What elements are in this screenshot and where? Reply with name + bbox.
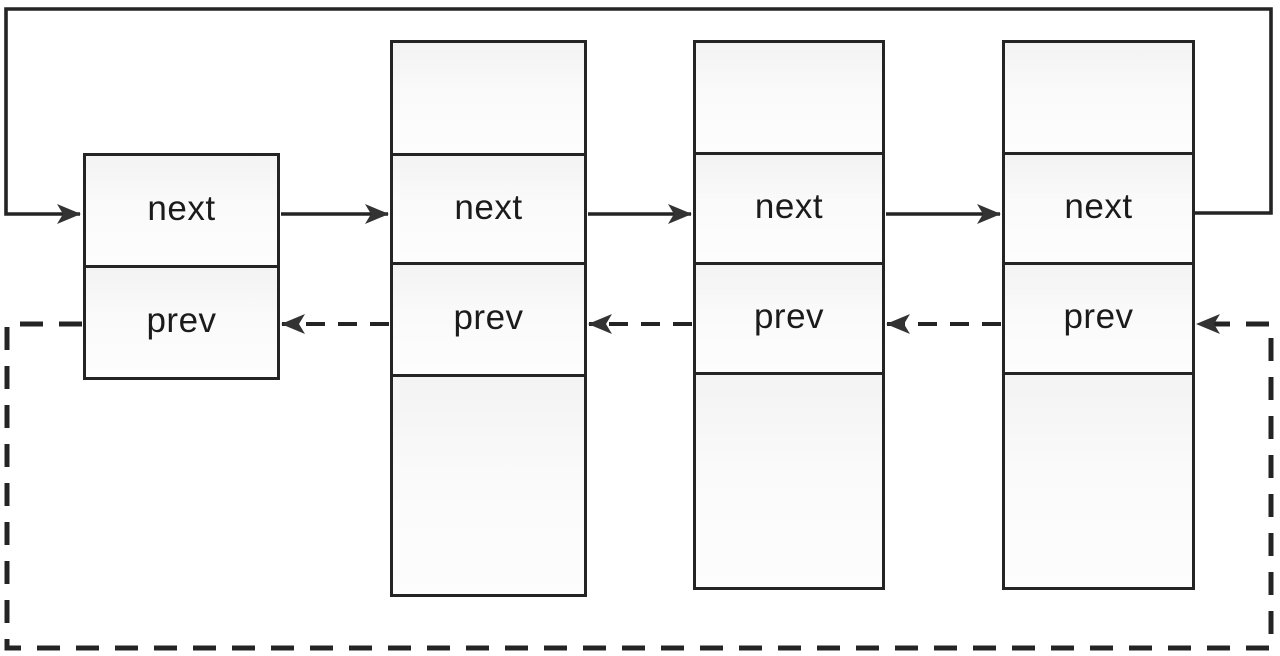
next-field: next	[696, 152, 882, 262]
prev-field: prev	[696, 262, 882, 372]
prev-label: prev	[453, 298, 524, 337]
prev-field: prev	[86, 265, 277, 377]
prev-label: prev	[146, 301, 217, 340]
list-node-3: next prev	[693, 40, 885, 590]
circular-prev-link	[4, 314, 1274, 651]
data-field-empty	[393, 43, 584, 153]
next-label: next	[147, 189, 216, 228]
prev-label: prev	[1063, 297, 1134, 336]
data-field-empty	[393, 374, 584, 594]
list-node-1: next prev	[83, 153, 280, 380]
data-field-empty	[696, 372, 882, 587]
prev-field: prev	[393, 262, 584, 374]
prev-field: prev	[1005, 262, 1192, 372]
next-field: next	[1005, 152, 1192, 262]
circular-next-link	[4, 7, 1273, 224]
next-label: next	[1064, 187, 1133, 226]
prev-label: prev	[753, 297, 825, 336]
list-node-2: next prev	[390, 40, 587, 597]
next-label: next	[754, 187, 824, 226]
data-field-empty	[1005, 43, 1192, 152]
next-label: next	[454, 187, 523, 227]
next-field: next	[393, 153, 584, 262]
data-field-empty	[1005, 372, 1192, 587]
next-field: next	[86, 156, 277, 265]
list-node-4: next prev	[1002, 40, 1195, 590]
data-field-empty	[696, 43, 882, 152]
